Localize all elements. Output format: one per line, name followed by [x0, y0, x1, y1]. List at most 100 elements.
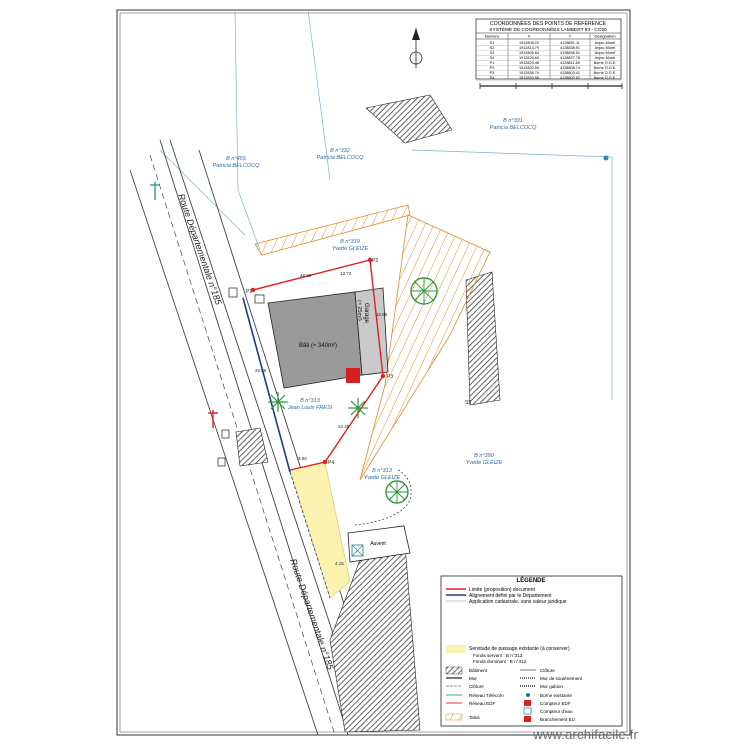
- dimension-label: 13.72: [340, 271, 352, 276]
- parcel-owner: Yvette GLEIZE: [466, 460, 503, 466]
- parcel-ref: B n°331: [503, 118, 523, 124]
- parcel-owner: Jean Louis FRESI: [287, 405, 333, 411]
- coord-table-cell: P2: [490, 66, 495, 70]
- dimension-label: 22.45: [338, 424, 350, 429]
- coord-table-cell: S1: [490, 41, 495, 45]
- point-label: P4: [328, 460, 334, 466]
- coord-table-cell: P4: [490, 76, 495, 80]
- coord-table-title: COORDONNÉES DES POINTS DE RÉFÉRENCE: [490, 20, 607, 27]
- watermark: www.archifacile.fr: [533, 727, 638, 742]
- talus-north: [254, 204, 411, 256]
- coord-table-cell: 4128838.91: [560, 51, 580, 55]
- garage-label: Garage: [363, 303, 369, 324]
- coord-table-cell: S4: [490, 56, 495, 60]
- legend-title: LÉGENDE: [516, 576, 545, 584]
- legend-symbol-label: Mur de soutènement: [540, 676, 583, 681]
- legend-line-label: Limite (proposition) document: [469, 587, 535, 593]
- coord-table-cell: 1912828.60: [519, 56, 539, 60]
- edf-symbol-icon: [208, 410, 218, 428]
- coord-table-subtitle: SYSTÈME DE COORDONNÉES LAMBERT 93 - CC50: [489, 26, 607, 33]
- legend-symbol-label: Branchement EU: [540, 717, 575, 722]
- parcel-owner: Yvette GLEIZE: [332, 246, 369, 252]
- legend-line-label: Alignement défini par le Département: [469, 593, 552, 599]
- coord-table-cell: S2: [490, 46, 495, 50]
- coord-table-cell: 1912820.50: [519, 66, 539, 70]
- sheet-inner-frame: [119, 12, 628, 733]
- talus-east: [359, 214, 491, 481]
- parcel-ref: B n°313: [372, 468, 393, 474]
- coord-table-cell: 4128827.78: [560, 56, 580, 60]
- neighbor-building-north: [365, 94, 453, 144]
- legend-symbol-label: Réseau Télécom: [469, 693, 504, 698]
- point-label: P1: [246, 289, 252, 295]
- coord-table: COORDONNÉES DES POINTS DE RÉFÉRENCE SYST…: [475, 18, 622, 81]
- neighbor-building-east: [465, 271, 501, 406]
- legend-symbol-label: Mur gabion: [540, 684, 563, 689]
- coord-table-cell: Anjou-Muret: [595, 41, 617, 45]
- legend-symbol-label: Bâtiment: [469, 668, 488, 673]
- parcel-owner: Yvette GLEIZE: [364, 475, 401, 481]
- dimension-label: 12.85: [376, 312, 388, 317]
- legend-line-label: Application cadastrale, sans valeur juri…: [469, 599, 567, 605]
- parcel-ref: B n°319: [340, 239, 360, 245]
- servitude-label: Servitude de passage existante (à conser…: [469, 646, 570, 652]
- legend-symbol-label: Clôture: [469, 684, 484, 689]
- coord-table-header: X: [528, 34, 531, 39]
- shrub-icon: [268, 392, 368, 418]
- dimension-label: 22.85: [255, 368, 267, 373]
- legend-symbol-label: Réseau EDF: [469, 701, 495, 706]
- annex-label: Auvent: [370, 541, 386, 547]
- coord-table-cell: 1912830.56: [519, 76, 539, 80]
- electric-meter-box: [346, 368, 360, 383]
- servitude-sub: Fonds dominant : B n°312: [473, 659, 527, 664]
- servitude-sub: Fonds servant : B n°313: [473, 653, 523, 658]
- legend-symbol-label: Borne existante: [540, 693, 572, 698]
- legend-symbol-label: Clôture: [540, 668, 555, 673]
- parcel-ref: B n°332: [330, 148, 350, 154]
- point-label: S5: [465, 400, 471, 406]
- coord-table-cell: 1912836.74: [519, 71, 539, 75]
- point-label: P3: [387, 374, 393, 380]
- legend: LÉGENDE Limite (proposition) document Al…: [440, 575, 623, 727]
- legend-symbol-label: Talus: [469, 715, 480, 720]
- parcel-ref: B n°390: [474, 453, 495, 459]
- parcel-ref: B n°455: [226, 156, 247, 162]
- parcel-owner: Patricia BELCOCQ: [490, 125, 537, 131]
- coord-table-cell: 4128891.11: [560, 41, 580, 45]
- boundary-marker-icon: [603, 155, 609, 161]
- coord-table-header: Y: [569, 34, 572, 39]
- tree-icon: [410, 277, 438, 305]
- department-alignment-ext: [289, 471, 331, 599]
- scale-bar: [479, 83, 623, 89]
- road-shelter: [235, 427, 269, 467]
- telecom-symbol-icon: [150, 182, 160, 200]
- coord-table-cell: 4128806.74: [560, 66, 580, 70]
- coord-table-cell: 1912805.64: [519, 51, 539, 55]
- annex-building: [347, 525, 411, 563]
- coord-table-cell: Borne O.G.E.: [594, 61, 617, 65]
- garage-area: (≈ 25m²): [356, 300, 362, 321]
- coord-table-header: Désignation: [594, 34, 615, 39]
- legend-symbol-label: Compteur d'eau: [540, 709, 573, 714]
- dimension-label: 48.85: [300, 273, 312, 278]
- coord-table-cell: Borne O.G.E.: [594, 76, 617, 80]
- coord-table-cell: P3: [490, 71, 495, 75]
- main-building-label: Bâti (≈ 340m²): [299, 343, 337, 349]
- coord-table-header: Numéro: [485, 34, 500, 39]
- north-arrow-icon: [409, 28, 423, 68]
- coord-table-cell: 4128802.62: [560, 76, 580, 80]
- coord-table-cell: 1912813.79: [519, 46, 539, 50]
- tree-icon: [385, 480, 409, 504]
- coord-table-cell: Borne O.G.E.: [594, 71, 617, 75]
- parcel-owner: Patricia BELCOCQ: [213, 163, 260, 169]
- coord-table-cell: 1912808.22: [519, 41, 539, 45]
- water-meter-cross: [351, 544, 364, 557]
- coord-table-cell: 4128803.41: [560, 71, 580, 75]
- coord-table-cell: Anjou-Muret: [595, 51, 617, 55]
- coord-table-cell: Anjou-Muret: [595, 46, 617, 50]
- coord-table-cell: 1912829.48: [519, 61, 539, 65]
- coord-table-cell: 4128838.91: [560, 46, 580, 50]
- legend-symbol-label: Compteur EDF: [540, 701, 571, 706]
- limit-points: [250, 257, 386, 465]
